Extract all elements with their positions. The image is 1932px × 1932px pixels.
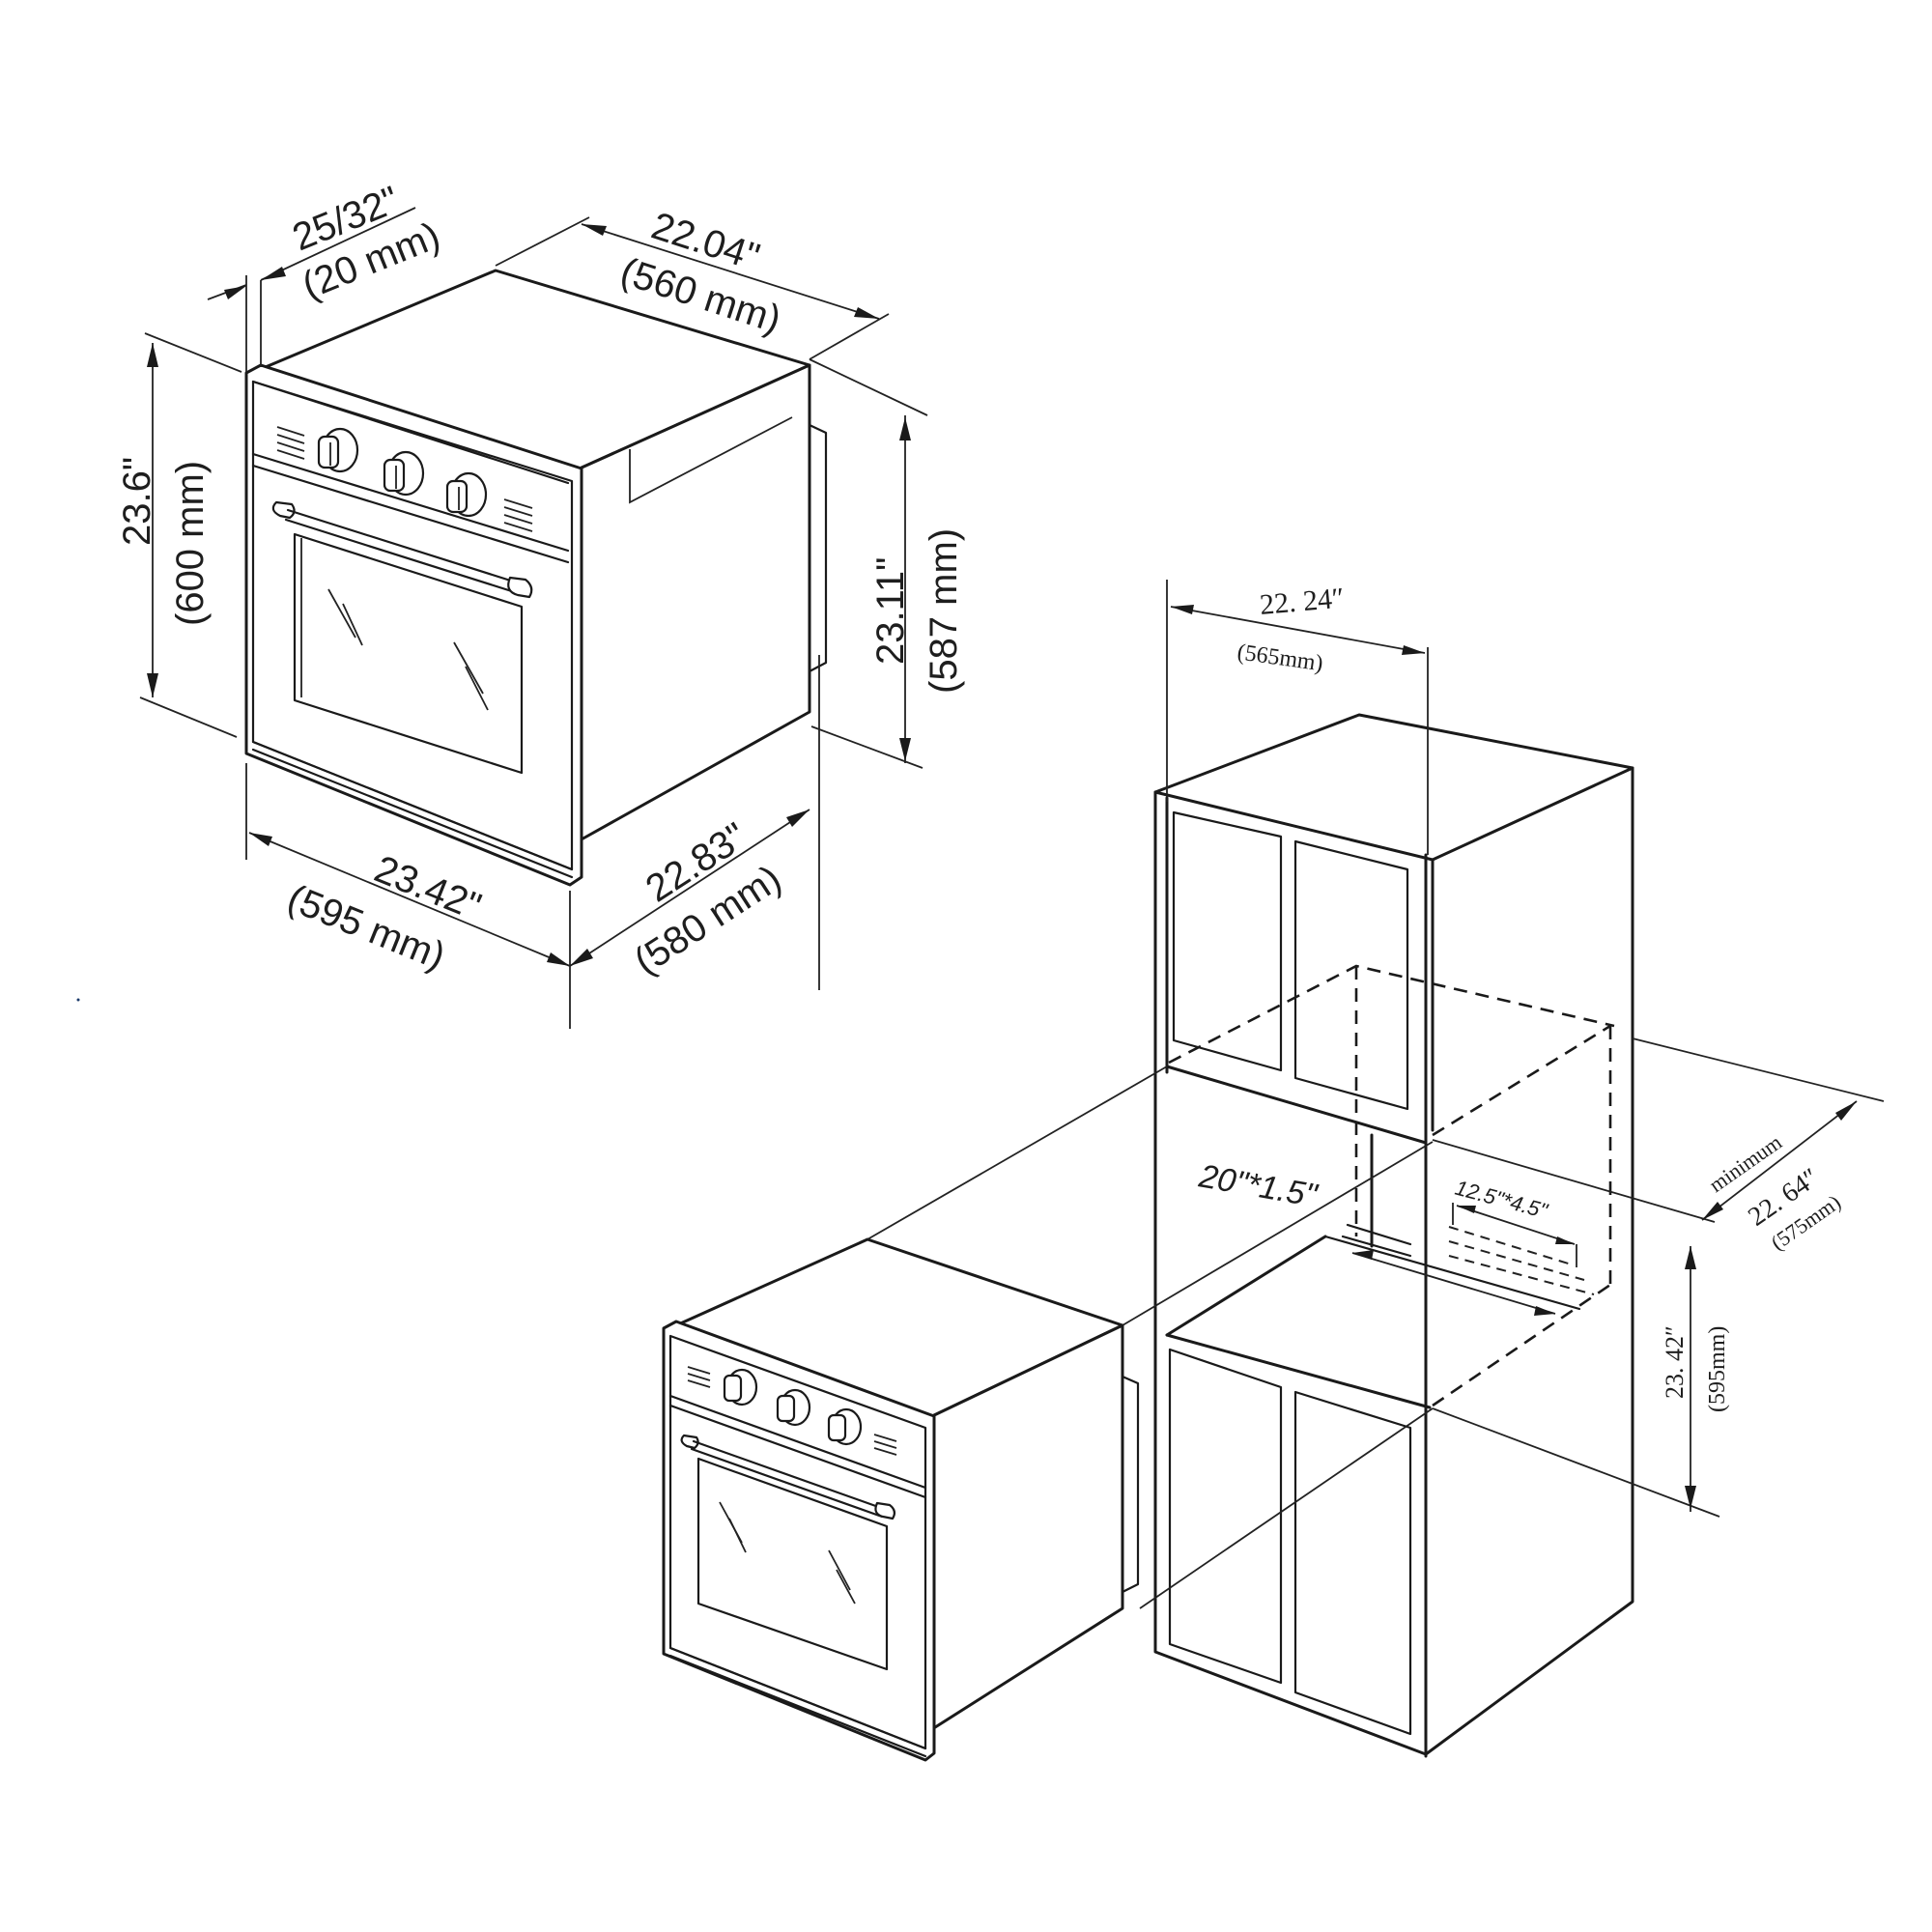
cabinet-top-face xyxy=(1153,713,1634,862)
niche-floor-left xyxy=(1165,1235,1327,1337)
overall-height-inches: 23.6" xyxy=(116,457,158,546)
dimension-cutout-height: 23. 42″ (595mm) xyxy=(1432,1246,1730,1518)
oven-handle-icon xyxy=(271,500,533,599)
oven-side-label xyxy=(629,416,793,504)
overall-height-mm: (600 mm) xyxy=(169,461,212,626)
projection-line-right xyxy=(1122,1141,1434,1326)
oven-bottom-trim-2 xyxy=(251,748,574,879)
lower-door-left xyxy=(1168,1348,1283,1685)
cabinet-view xyxy=(1153,713,1634,1758)
dimension-overall-height: 23.6" (600 mm) xyxy=(116,332,242,738)
body-height-inches: 23.11" xyxy=(869,557,912,665)
oven2-bottom-trim-2 xyxy=(668,1654,927,1758)
oven2-knob-1-icon xyxy=(723,1368,758,1406)
dimension-cutout-depth: minimum 22. 64″ (575mm) xyxy=(1432,1037,1885,1255)
cutout-height-mm: (595mm) xyxy=(1705,1326,1730,1412)
upper-door-left xyxy=(1172,810,1283,1072)
door-top-edge xyxy=(251,464,570,564)
oven2-knob-2-icon xyxy=(776,1388,811,1427)
dimension-cutout-width: 22. 24″ (565mm) xyxy=(1166,580,1429,855)
oven-install-view xyxy=(662,1065,1434,1762)
projection-line-top xyxy=(867,1065,1168,1240)
body-height-mm: (587 mm) xyxy=(923,528,965,694)
dimension-body-height: 23.11" (587 mm) xyxy=(809,358,965,769)
cutout-hidden-top xyxy=(1168,964,1615,1065)
oven2-bottom-trim xyxy=(668,1646,927,1750)
oven-bottom-trim xyxy=(251,740,574,871)
panel-bottom-edge xyxy=(251,452,570,553)
oven-rear-box xyxy=(808,423,828,673)
vent-grille-right-icon xyxy=(503,498,533,532)
cutout-height-inches: 23. 42″ xyxy=(1661,1325,1689,1399)
rear-vent-label: 12.5"*4.5" xyxy=(1453,1176,1551,1224)
oven-window-icon xyxy=(293,532,524,775)
cutout-hidden-front xyxy=(1432,1024,1611,1137)
vent-grille-left-icon xyxy=(276,426,305,460)
cutout-width-mm: (565mm) xyxy=(1236,639,1324,676)
knob-1-icon xyxy=(317,427,359,473)
oven2-handle-icon xyxy=(680,1434,896,1520)
oven2-door-top xyxy=(668,1404,927,1499)
projection-line-bottom xyxy=(1139,1407,1434,1609)
oven2-rear-box xyxy=(1121,1375,1140,1594)
niche-top-edge xyxy=(1165,1065,1428,1145)
upper-door-right xyxy=(1293,839,1409,1111)
oven2-front-frame xyxy=(662,1320,936,1762)
niche-bottom-edge xyxy=(1165,1333,1432,1409)
oven2-window-icon xyxy=(696,1457,889,1671)
oven2-panel-bottom xyxy=(668,1394,927,1490)
cutout-width-inches: 22. 24″ xyxy=(1259,582,1346,621)
knob-3-icon xyxy=(445,471,488,518)
oven-product-view xyxy=(244,269,828,887)
knob-2-icon xyxy=(383,450,425,497)
panel-top-edge xyxy=(251,380,570,485)
lower-door-right xyxy=(1293,1390,1412,1736)
oven2-vent-grille-left-icon xyxy=(687,1366,711,1388)
rear-vent-opening: 12.5"*4.5" xyxy=(1448,1176,1595,1295)
oven2-knob-3-icon xyxy=(827,1407,863,1446)
oven2-vent-grille-right-icon xyxy=(873,1434,897,1456)
scan-artifact-dot xyxy=(76,998,80,1002)
cutout-hidden-bottom xyxy=(1432,1283,1611,1407)
bottom-vent-opening: 20"*1.5" xyxy=(1196,1157,1581,1316)
bottom-vent-label: 20"*1.5" xyxy=(1196,1157,1321,1214)
